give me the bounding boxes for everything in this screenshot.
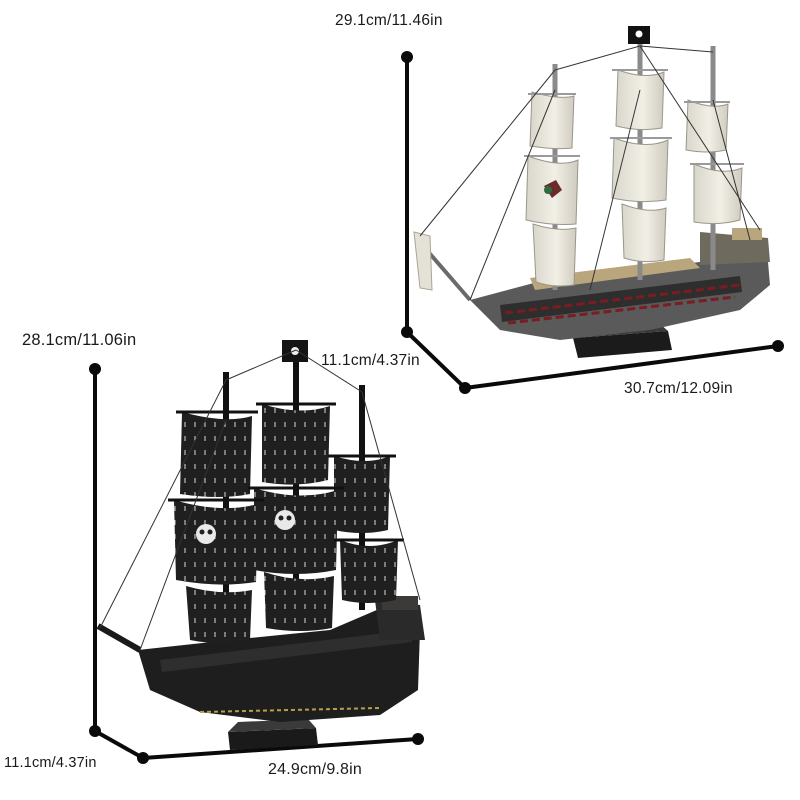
black-ship-depth-label-bottom: 11.1cm/4.37in — [4, 755, 97, 771]
white-ship-height-label: 29.1cm/11.46in — [335, 12, 443, 29]
white-ship-dimension-lines — [401, 51, 784, 394]
white-ship-length-label: 30.7cm/12.09in — [624, 380, 733, 397]
black-pearl-ship — [96, 340, 425, 750]
black-ship-height-label: 28.1cm/11.06in — [22, 331, 137, 349]
black-ship-dimension-lines — [89, 363, 424, 764]
white-sail-ship — [413, 26, 770, 358]
black-ship-depth-label: 11.1cm/4.37in — [321, 352, 420, 369]
black-ship-length-label: 24.9cm/9.8in — [268, 761, 363, 778]
